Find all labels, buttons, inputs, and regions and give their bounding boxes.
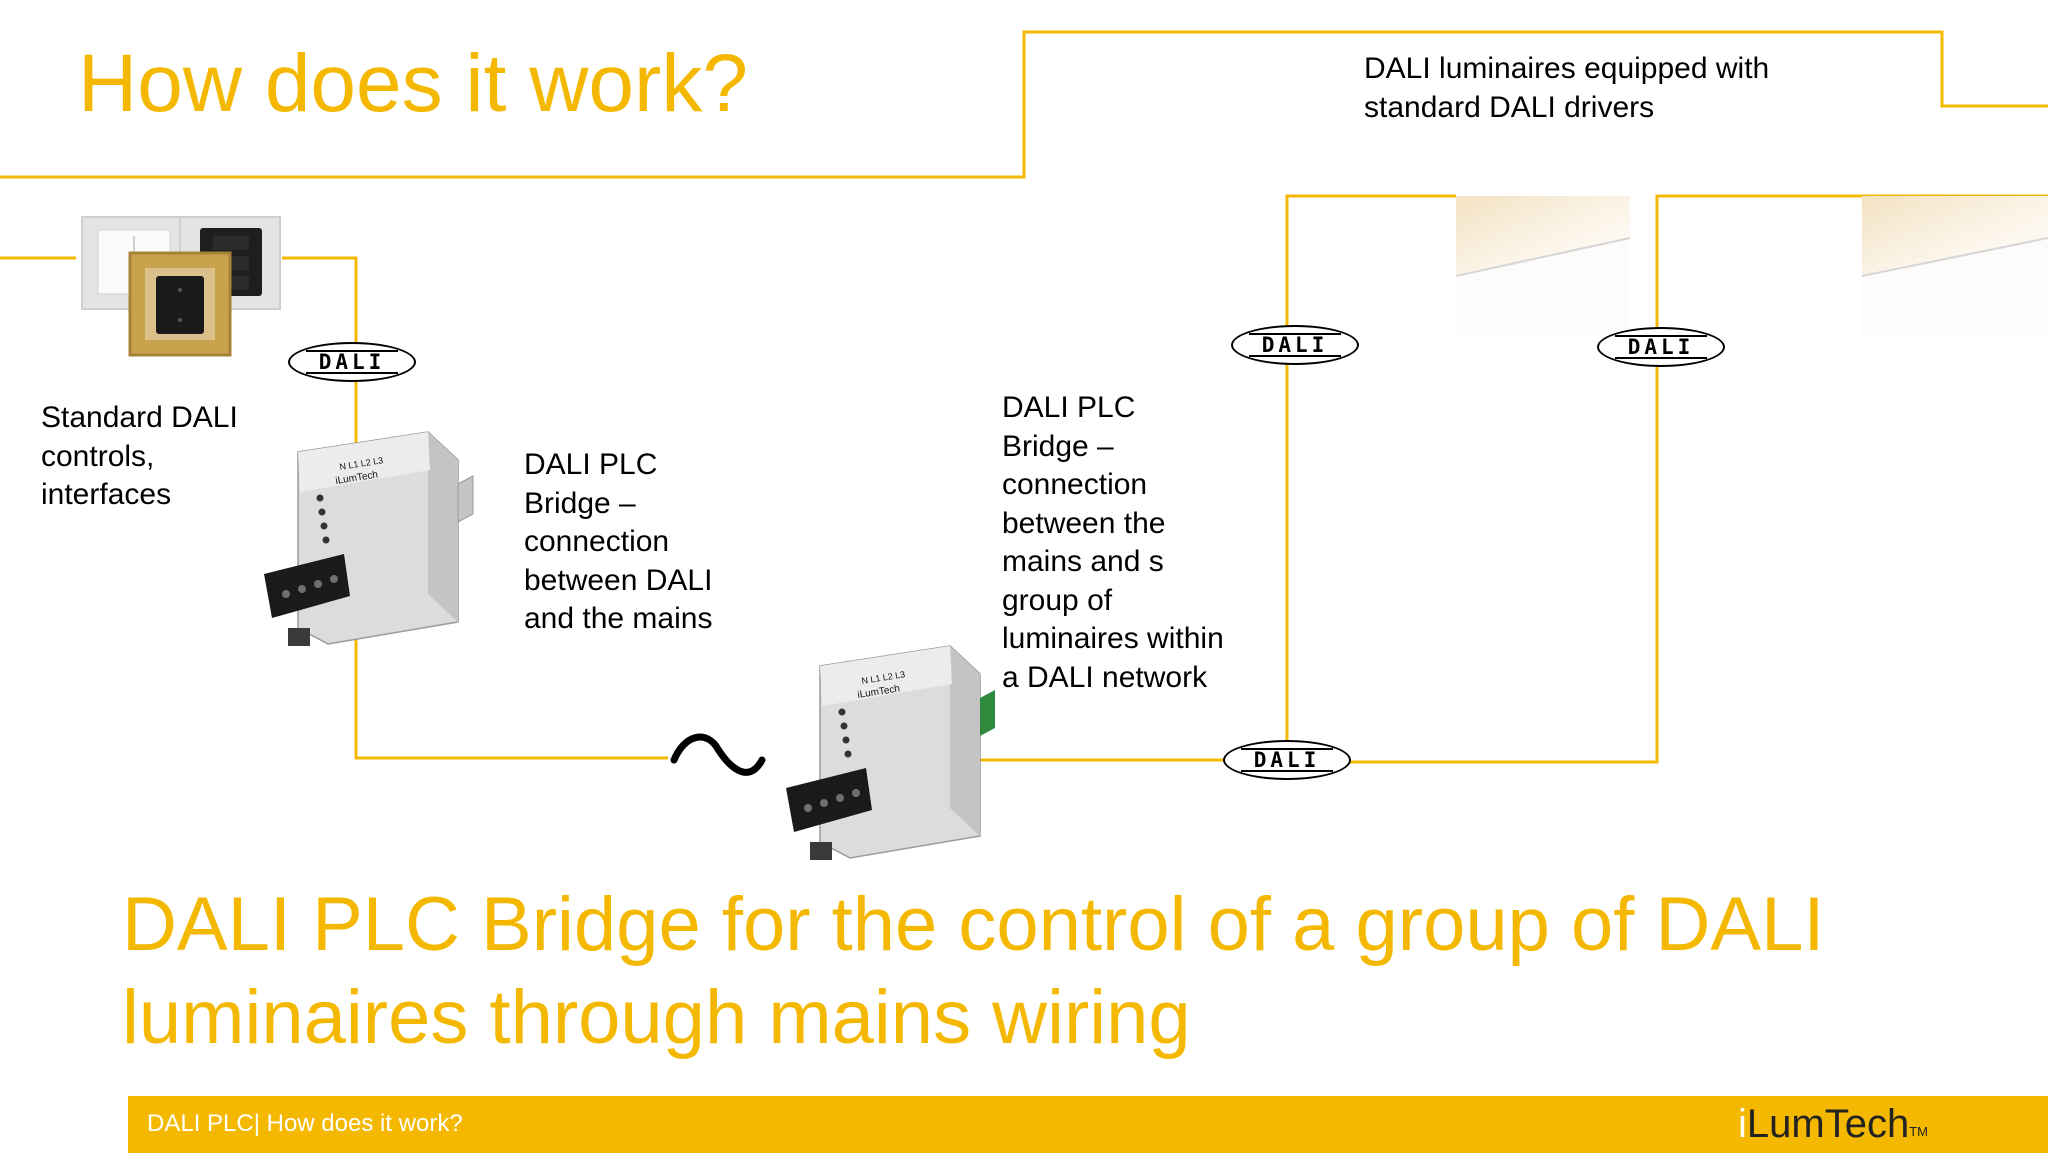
ac-mains-symbol: [670, 733, 766, 776]
dali-logo-badge-4: DALI: [1223, 740, 1351, 780]
controls-label: Standard DALI controls, interfaces: [41, 401, 238, 511]
dali-logo-badge-1: DALI: [288, 342, 416, 382]
footer-bar: [128, 1096, 2048, 1153]
bridge-left-label: DALI PLC Bridge – connection between DAL…: [524, 448, 713, 635]
luminaire-1: [1455, 196, 1631, 336]
dali-plc-bridge-device-2: N L1 L2 L3 iLumTech: [786, 645, 995, 860]
dali-to-luminaire-2-wire: [1349, 194, 2048, 764]
logo-i: i: [1738, 1102, 1747, 1146]
dali-plc-bridge-device-1: N L1 L2 L3 iLumTech: [264, 431, 474, 646]
luminaires-label: DALI luminaires equipped with standard D…: [1364, 52, 1770, 124]
logo-text: LumTech: [1746, 1102, 1910, 1146]
luminaire-2: [1861, 196, 2048, 336]
dali-to-luminaire-1-wire: [1285, 194, 1456, 740]
ilumtech-logo: iLumTechTM: [1738, 1098, 1928, 1150]
logo-tm: TM: [1909, 1124, 1928, 1139]
footer-text: DALI PLC| How does it work?: [147, 1110, 463, 1137]
slide-title: How does it work?: [78, 38, 748, 129]
dali-logo-badge-2: DALI: [1231, 325, 1359, 365]
slide-headline: DALI PLC Bridge for the control of a gro…: [122, 882, 1825, 1060]
dali-logo-badge-3: DALI: [1597, 327, 1725, 367]
title-frame-line: [0, 30, 2048, 179]
bridge-right-label: DALI PLC Bridge – connection between the…: [1002, 391, 1224, 694]
dali-control-panels: [81, 216, 281, 357]
